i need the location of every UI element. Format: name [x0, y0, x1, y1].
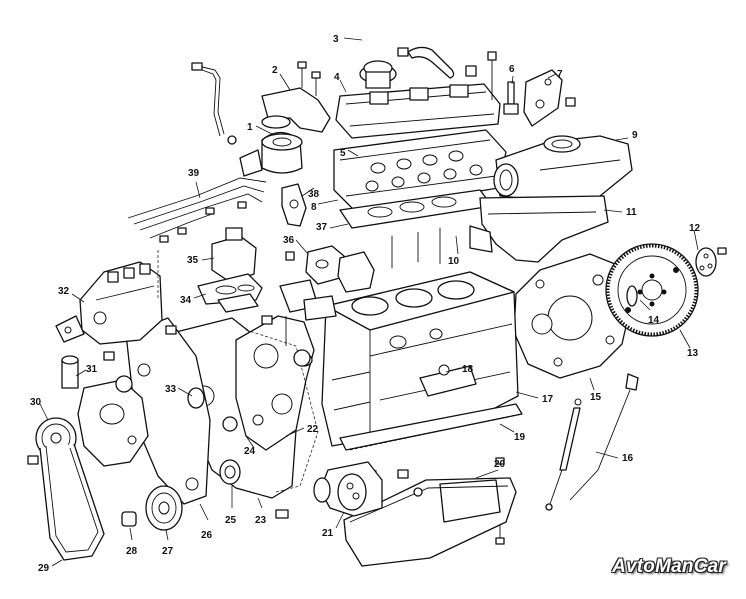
oil-filter [313, 461, 383, 517]
fuel-filter [211, 227, 257, 283]
oil-filler-cap [121, 511, 137, 527]
dipstick-tube [559, 407, 581, 471]
callout-3: 3 [333, 34, 339, 45]
drive-belt [39, 443, 105, 561]
leader-lines [39, 37, 699, 567]
intake-manifold [469, 195, 609, 263]
callout-39: 39 [188, 168, 200, 179]
callout-8: 8 [311, 202, 317, 213]
callout-22: 22 [307, 424, 319, 435]
flywheel-bearing [626, 285, 638, 307]
flywheel [605, 243, 699, 337]
oil-pump [285, 245, 375, 293]
callout-25: 25 [225, 515, 237, 526]
callout-6: 6 [509, 64, 515, 75]
flywheel-plate [695, 247, 717, 277]
callout-33: 33 [165, 384, 177, 395]
bracket [523, 69, 563, 127]
callout-16: 16 [622, 453, 634, 464]
callout-11: 11 [626, 207, 637, 218]
callout-23: 23 [255, 515, 267, 526]
callout-9: 9 [632, 130, 638, 141]
callout-12: 12 [689, 223, 701, 234]
callout-26: 26 [201, 530, 213, 541]
injector-pipes [127, 177, 267, 243]
cylinder-block [321, 271, 519, 447]
callout-19: 19 [514, 432, 526, 443]
callout-32: 32 [58, 286, 70, 297]
callout-5: 5 [340, 148, 346, 159]
oil-pan [343, 457, 517, 567]
callout-2: 2 [272, 65, 278, 76]
callout-24: 24 [244, 446, 256, 457]
callout-38: 38 [308, 189, 320, 200]
breather-hose [407, 46, 455, 79]
callout-27: 27 [162, 546, 174, 557]
callout-15: 15 [590, 392, 602, 403]
injection-pump [79, 261, 163, 345]
callout-10: 10 [448, 256, 460, 267]
rocker-cover [335, 60, 501, 139]
callout-14: 14 [648, 315, 660, 326]
oil-pipe [197, 65, 225, 135]
callout-31: 31 [86, 364, 98, 375]
watermark-logo: AvtoManCar [612, 556, 726, 577]
callout-37: 37 [316, 222, 328, 233]
callout-18: 18 [462, 364, 474, 375]
exhaust-manifold [493, 135, 633, 201]
callout-20: 20 [494, 459, 506, 470]
callout-30: 30 [30, 397, 42, 408]
sump-gasket [339, 403, 523, 451]
callout-34: 34 [180, 295, 192, 306]
callout-4: 4 [334, 72, 340, 83]
callout-1: 1 [247, 122, 253, 133]
callout-labels: 1 2 3 4 5 6 7 8 9 10 11 12 13 14 15 16 1… [30, 34, 701, 574]
callout-29: 29 [38, 563, 50, 574]
front-plate [235, 315, 315, 451]
callout-13: 13 [687, 348, 699, 359]
flywheel-housing [513, 253, 633, 379]
callout-36: 36 [283, 235, 295, 246]
water-pump [61, 355, 149, 467]
callout-21: 21 [322, 528, 334, 539]
crankshaft-pulley [145, 485, 183, 531]
callout-35: 35 [187, 255, 199, 266]
callout-17: 17 [542, 394, 554, 405]
callout-28: 28 [126, 546, 138, 557]
thermostat-housing [239, 87, 331, 177]
callout-7: 7 [557, 69, 563, 80]
